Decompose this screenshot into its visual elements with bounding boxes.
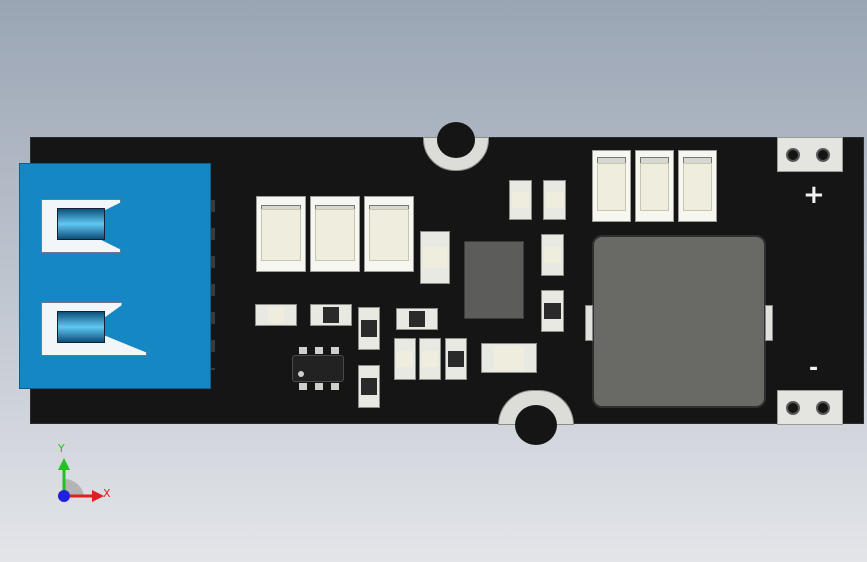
axis-x-label: X <box>103 487 111 500</box>
output-pad-negative[interactable] <box>777 390 843 425</box>
capacitor-c2[interactable] <box>310 196 360 272</box>
resistor-r8[interactable] <box>419 338 441 380</box>
resistor-r3[interactable] <box>541 234 564 276</box>
usb-edge-pins <box>211 200 215 370</box>
mounting-notch-bottom <box>498 390 574 445</box>
mounting-notch-top <box>423 122 489 171</box>
resistor-r10[interactable] <box>255 304 297 326</box>
converter-ic[interactable] <box>464 241 524 319</box>
resistor-r4[interactable] <box>541 290 564 332</box>
controller-ic-sot23[interactable] <box>292 347 344 390</box>
output-pad-positive[interactable] <box>777 137 843 172</box>
resistor-r1[interactable] <box>509 180 532 220</box>
capacitor-c7[interactable] <box>420 231 450 284</box>
usb-contact-top <box>57 208 105 240</box>
negative-label: - <box>809 356 819 381</box>
power-inductor[interactable] <box>585 235 773 408</box>
axis-y-label: Y <box>58 442 65 455</box>
capacitor-c1[interactable] <box>256 196 306 272</box>
usb-contact-bottom <box>57 311 105 343</box>
usb-connector[interactable] <box>19 163 211 389</box>
capacitor-c6[interactable] <box>678 150 717 222</box>
capacitor-c8[interactable] <box>481 343 537 373</box>
pin1-marker <box>298 371 304 377</box>
resistor-r2[interactable] <box>543 180 566 220</box>
capacitor-c5[interactable] <box>635 150 674 222</box>
axis-triad <box>58 458 104 502</box>
resistor-r12[interactable] <box>396 308 438 330</box>
capacitor-c4[interactable] <box>592 150 631 222</box>
resistor-r11[interactable] <box>310 304 352 326</box>
resistor-r9[interactable] <box>445 338 467 380</box>
resistor-r6[interactable] <box>358 365 380 408</box>
capacitor-c3[interactable] <box>364 196 414 272</box>
resistor-r5[interactable] <box>358 307 380 350</box>
positive-label: + <box>803 180 825 210</box>
resistor-r7[interactable] <box>394 338 416 380</box>
